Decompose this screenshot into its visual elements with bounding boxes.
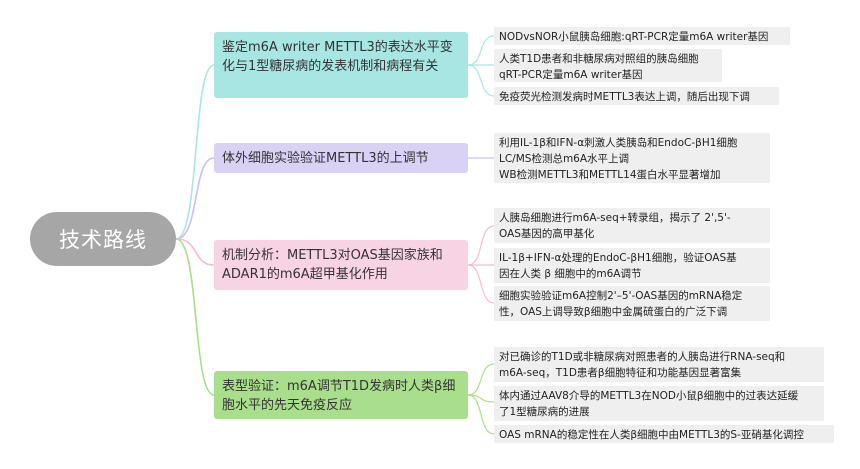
leaf-node-2-1[interactable]: 利用IL-1β和IFN-α刺激人类胰岛和EndoC-βH1细胞 LC/MS检测总… [494, 133, 770, 183]
link-root-branch-2 [175, 157, 215, 240]
branch-node-in-vitro[interactable]: 体外细胞实验验证METTL3的上调节 [214, 143, 468, 173]
root-node[interactable]: 技术路线 [30, 212, 176, 266]
leaf-node-1-2[interactable]: 人类T1D患者和非糖尿病对照组的胰岛细胞 qRT-PCR定量m6A writer… [494, 49, 722, 82]
leaf-node-4-3[interactable]: OAS mRNA的稳定性在人类β细胞中由METTL3的S-亚硝基化调控 [494, 425, 834, 443]
link-root-branch-1 [175, 64, 215, 240]
link-root-branch-3 [175, 238, 215, 266]
link-branch-1-leaf-1 [467, 35, 495, 66]
leaf-node-1-1[interactable]: NODvsNOR小鼠胰岛细胞:qRT-PCR定量m6A writer基因 [494, 27, 790, 45]
branch-node-phenotype[interactable]: 表型验证：m6A调节T1D发病时人类β细胞水平的先天免疫反应 [214, 371, 468, 419]
link-branch-3-leaf-3 [467, 264, 495, 304]
branch-node-identify-mettl3[interactable]: 鉴定m6A writer METTL3的表达水平变化与1型糖尿病的发表机制和病程… [214, 32, 468, 98]
leaf-node-4-2[interactable]: 体内通过AAV8介导的METTL3在NOD小鼠β细胞中的过表达延缓 了1型糖尿病… [494, 386, 824, 421]
leaf-node-3-1[interactable]: 人胰岛细胞进行m6A-seq+转录组，揭示了 2',5'- OAS基因的高甲基化 [494, 208, 770, 243]
link-root-branch-4 [175, 238, 215, 396]
link-branch-3-leaf-1 [467, 225, 495, 266]
link-branch-1-leaf-3 [467, 64, 495, 97]
link-branch-4-leaf-3 [467, 394, 495, 435]
leaf-node-1-3[interactable]: 免疫荧光检测发病时METTL3表达上调，随后出现下调 [494, 87, 779, 105]
leaf-node-4-1[interactable]: 对已确诊的T1D或非糖尿病对照患者的人胰岛进行RNA-seq和 m6A-seq，… [494, 347, 824, 382]
leaf-node-3-3[interactable]: 细胞实验验证m6A控制2'–5'-OAS基因的mRNA稳定 性，OAS上调导致β… [494, 286, 770, 321]
link-branch-4-leaf-1 [467, 363, 495, 396]
leaf-node-3-2[interactable]: IL-1β+IFN-α处理的EndoC-βH1细胞，验证OAS基 因在人类 β … [494, 248, 770, 283]
branch-node-mechanism[interactable]: 机制分析：METTL3对OAS基因家族和ADAR1的m6A超甲基化作用 [214, 240, 468, 290]
